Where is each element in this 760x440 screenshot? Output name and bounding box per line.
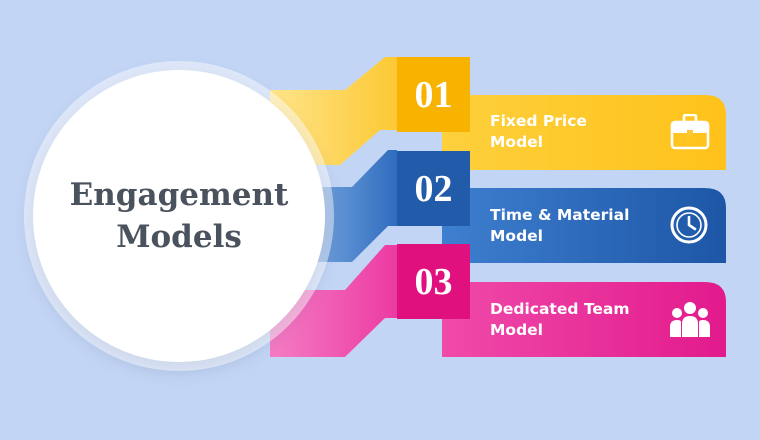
center-title-line1: Engagement (69, 177, 289, 213)
clock-icon (670, 206, 708, 244)
connector-band-03 (270, 245, 397, 357)
item-band-02 (442, 188, 726, 263)
item-label-01-line2: Model (490, 133, 543, 151)
item-label-03: Dedicated Team Model (490, 299, 630, 341)
connector-band-02 (305, 150, 397, 262)
item-label-02-line2: Model (490, 227, 543, 245)
item-label-01: Fixed Price Model (490, 111, 587, 153)
item-label-03-line2: Model (490, 321, 543, 339)
briefcase-icon (670, 114, 710, 150)
item-label-03-line1: Dedicated Team (490, 300, 630, 318)
number-box-02: 02 (397, 151, 470, 226)
number-box-03: 03 (397, 244, 470, 319)
team-icon (670, 302, 710, 337)
item-label-02-line1: Time & Material (490, 206, 630, 224)
item-label-01-line1: Fixed Price (490, 112, 587, 130)
item-band-03 (442, 282, 726, 357)
item-band-01 (442, 95, 726, 170)
item-label-02: Time & Material Model (490, 205, 629, 247)
number-box-01: 01 (397, 57, 470, 132)
center-title-line2: Models (116, 219, 242, 255)
center-circle: Engagement Models (33, 70, 325, 362)
